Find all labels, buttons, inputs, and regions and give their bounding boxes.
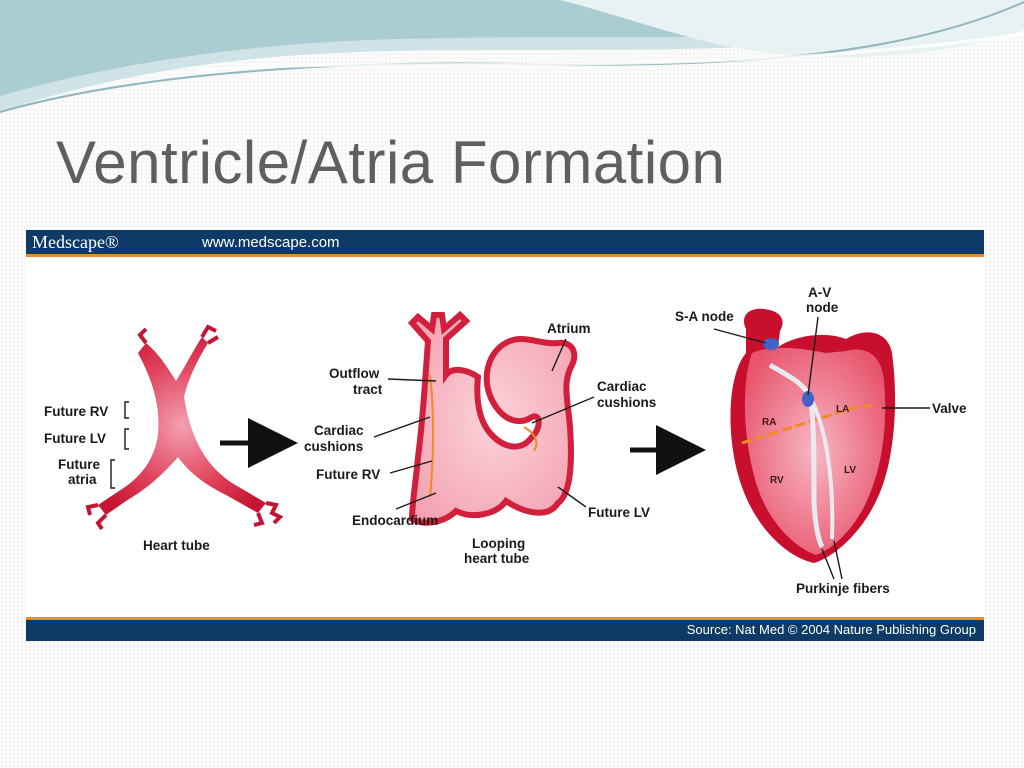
outflow-tract-leader <box>387 378 437 382</box>
future-rv-loop-label: Future RV <box>316 467 380 482</box>
ra-label: RA <box>762 417 776 428</box>
heart-diagram: Future RV Future LV Future atria Heart t… <box>44 285 967 596</box>
figure-footer-bar: Source: Nat Med © 2004 Nature Publishing… <box>26 617 984 641</box>
future-rv-label: Future RV <box>44 404 108 419</box>
source-credit: Source: Nat Med © 2004 Nature Publishing… <box>686 622 976 637</box>
atrium-leader <box>551 338 567 372</box>
heart-tube-illustration <box>85 324 284 531</box>
figure-header-bar: Medscape® www.medscape.com <box>26 230 984 257</box>
av-node-leader <box>807 316 819 396</box>
la-label: LA <box>836 404 849 415</box>
header-swoosh-decoration <box>0 0 1024 113</box>
endocardium-leader <box>395 492 437 510</box>
mature-heart-illustration <box>730 308 896 563</box>
purkinje-fibers-leader <box>821 540 843 580</box>
cardiac-cushions-left-leader <box>373 416 431 438</box>
looping-heart-tube-illustration <box>407 310 578 526</box>
slide-title: Ventricle/Atria Formation <box>56 129 726 196</box>
future-atria-label-line2: atria <box>68 472 97 487</box>
outflow-tract-label-line1: Outflow <box>329 366 380 381</box>
future-atria-bracket <box>110 459 115 489</box>
valve-label: Valve <box>932 401 967 416</box>
heart-tube-caption: Heart tube <box>143 538 210 553</box>
cardiac-cushions-left-label-line2: cushions <box>304 439 363 454</box>
sa-node-leader <box>713 328 767 344</box>
future-lv-label: Future LV <box>44 431 106 446</box>
outflow-tract-label-line2: tract <box>353 382 383 397</box>
atrium-label: Atrium <box>547 321 591 336</box>
purkinje-fibers-label: Purkinje fibers <box>796 581 890 596</box>
cardiac-cushions-right-label-line1: Cardiac <box>597 379 647 394</box>
future-lv-loop-leader <box>557 486 587 508</box>
rv-label: RV <box>770 475 784 486</box>
medscape-logo: Medscape® <box>32 232 119 252</box>
av-node-label-line1: A-V <box>808 285 831 300</box>
cardiac-cushions-left-label-line1: Cardiac <box>314 423 364 438</box>
cardiac-cushions-right-label-line2: cushions <box>597 395 656 410</box>
future-lv-loop-label: Future LV <box>588 505 650 520</box>
heart-development-figure: Medscape® www.medscape.com <box>26 230 984 641</box>
looping-heart-tube-caption-line2: heart tube <box>464 551 530 566</box>
looping-heart-tube-caption-line1: Looping <box>472 536 525 551</box>
site-url: www.medscape.com <box>202 234 340 251</box>
av-node-label-line2: node <box>806 300 839 315</box>
future-rv-loop-leader <box>389 460 433 474</box>
sa-node-label: S-A node <box>675 309 734 324</box>
endocardium-label: Endocardium <box>352 513 438 528</box>
cardiac-cushions-right-leader <box>531 396 595 424</box>
future-lv-bracket <box>124 428 129 450</box>
future-atria-label-line1: Future <box>58 457 100 472</box>
lv-label: LV <box>844 465 856 476</box>
future-rv-bracket <box>124 401 129 419</box>
